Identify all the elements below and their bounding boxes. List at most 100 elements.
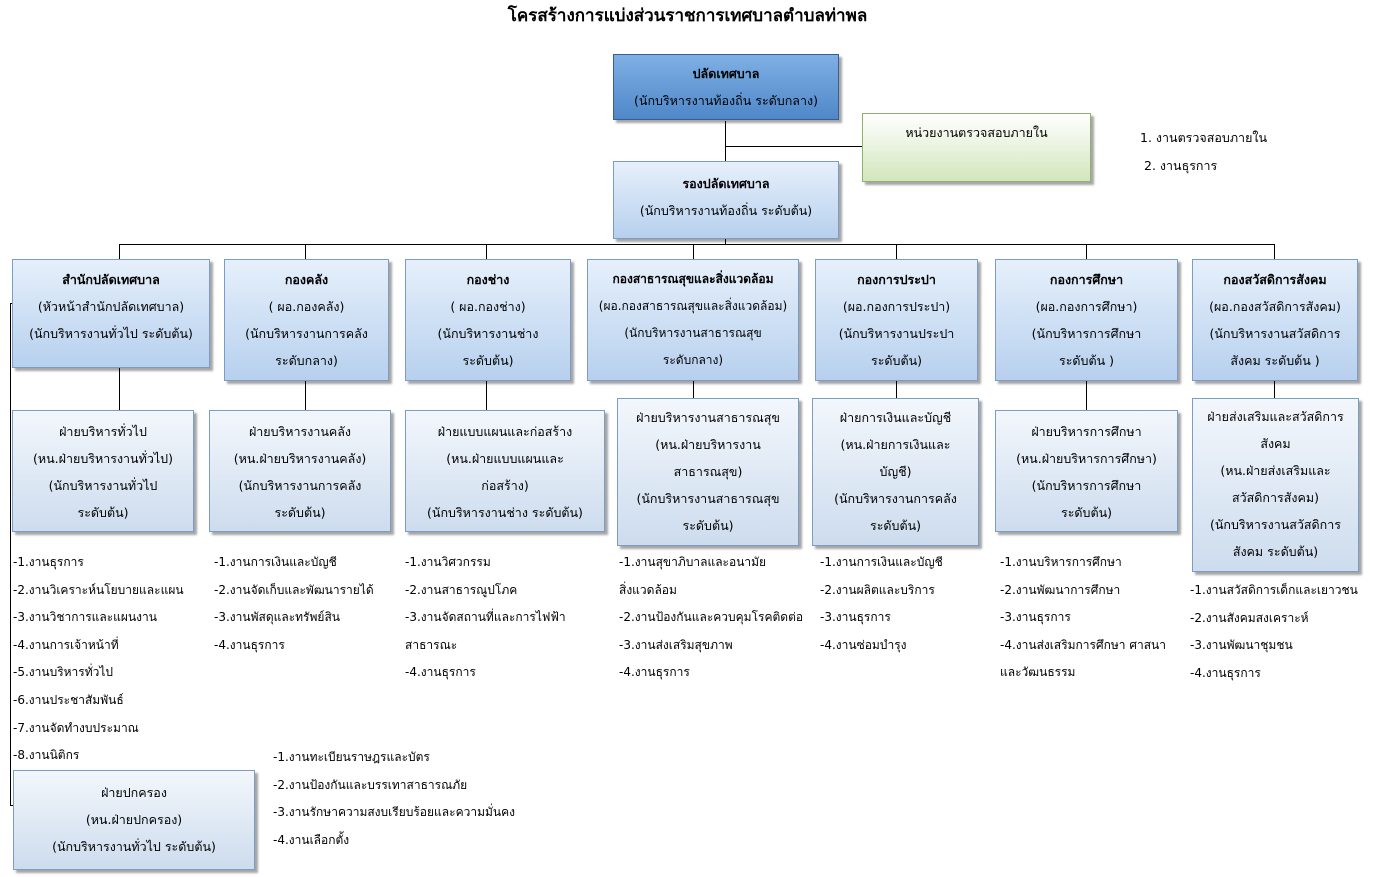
dept-4-title: กองสาธารณสุขและสิ่งแวดล้อม — [612, 272, 774, 286]
dept-5-task: -4.งานซ่อมบำรุง — [820, 637, 907, 652]
section-5-line-3: บัญชี) — [879, 464, 912, 479]
dept-6-task: และวัฒนธรรม — [1000, 665, 1076, 680]
section-education-admin: ฝ่ายบริหารการศึกษา (หน.ฝ่ายบริหารการศึกษ… — [995, 410, 1178, 532]
governance-task: -3.งานรักษาความสงบเรียบร้อยและความมั่นคง — [273, 805, 515, 820]
internal-audit-box: หน่วยงานตรวจสอบภายใน — [862, 113, 1091, 182]
connector-dept7-section — [1274, 381, 1275, 398]
connector-dept1-section — [119, 368, 120, 410]
dept-4-task: -2.งานป้องกันและควบคุมโรคติดต่อ — [619, 610, 804, 625]
connector-drop-3 — [486, 244, 487, 260]
dept-social-welfare: กองสวัสดิการสังคม (ผอ.กองสวัสดิการสังคม)… — [1192, 259, 1358, 381]
dept-4-task: -4.งานธุรการ — [619, 665, 690, 680]
connector-dept4-section — [693, 381, 694, 398]
section-social-welfare: ฝ่ายส่งเสริมและสวัสดิการ สังคม (หน.ฝ่ายส… — [1192, 398, 1359, 572]
dept-2-line-4: ระดับกลาง) — [275, 353, 338, 368]
section-design-construction: ฝ่ายแบบแผนและก่อสร้าง (หน.ฝ่ายแบบแผนและ … — [405, 410, 605, 532]
audit-task-1: 1. งานตรวจสอบภายใน — [1140, 130, 1268, 145]
dept-4-task: -1.งานสุขาภิบาลและอนามัย — [619, 555, 767, 569]
connector-audit — [725, 146, 862, 147]
governance-task: -2.งานป้องกันและบรรเทาสาธารณภัย — [273, 777, 468, 792]
governance-task: -4.งานเลือกตั้ง — [273, 832, 350, 847]
dept-3-title: กองช่าง — [466, 272, 510, 287]
section-3-line-3: ก่อสร้าง) — [481, 478, 529, 493]
section-4-line-2: (หน.ฝ่ายบริหารงาน — [655, 437, 761, 452]
section-4-line-5: ระดับต้น) — [682, 518, 734, 533]
dept-2-task-list: -1.งานการเงินและบัญชี -2.งานจัดเก็บและพั… — [214, 549, 374, 659]
section-governance: ฝ่ายปกครอง (หน.ฝ่ายปกครอง) (นักบริหารงาน… — [13, 770, 255, 870]
connector-top-deputy — [725, 121, 726, 161]
dept-3-task: -1.งานวิศวกรรม — [405, 555, 491, 569]
dept-7-task: -4.งานธุรการ — [1190, 665, 1261, 680]
dept-finance: กองคลัง ( ผอ.กองคลัง) (นักบริหารงานการคล… — [224, 259, 389, 381]
dept-1-task: -1.งานธุรการ — [13, 555, 84, 569]
audit-task-2: 2. งานธุรการ — [1144, 158, 1218, 173]
dept-1-task: -3.งานวิชาการและแผนงาน — [13, 610, 157, 625]
dept-7-task: -2.งานสังคมสงเคราะห์ — [1190, 610, 1309, 625]
dept-engineering: กองช่าง ( ผอ.กองช่าง) (นักบริหารงานช่าง … — [405, 259, 571, 381]
deputy-clerk-title: รองปลัดเทศบาล — [682, 176, 770, 191]
dept-4-line-4: ระดับกลาง) — [662, 353, 724, 367]
dept-6-line-4: ระดับต้น ) — [1059, 353, 1114, 368]
connector-dept5-section — [896, 381, 897, 398]
municipal-clerk-box: ปลัดเทศบาล (นักบริหารงานท้องถิ่น ระดับกล… — [613, 54, 839, 120]
section-5-line-5: ระดับต้น) — [869, 518, 922, 533]
dept-2-task: -1.งานการเงินและบัญชี — [214, 555, 337, 569]
connector-gov-vertical — [10, 303, 11, 806]
section-6-line-4: ระดับต้น) — [1060, 505, 1113, 520]
dept-7-title: กองสวัสดิการสังคม — [1223, 272, 1327, 287]
connector-dept2-section — [305, 381, 306, 410]
dept-1-task: -8.งานนิติกร — [13, 748, 80, 763]
deputy-clerk-rank: (นักบริหารงานท้องถิ่น ระดับต้น) — [639, 203, 813, 218]
dept-4-line-3: (นักบริหารงานสาธารณสุข — [624, 326, 762, 340]
section-finance-accounting: ฝ่ายการเงินและบัญชี (หน.ฝ่ายการเงินและ บ… — [812, 398, 979, 546]
dept-2-task: -4.งานธุรการ — [214, 637, 285, 652]
dept-1-task: -7.งานจัดทำงบประมาณ — [13, 720, 139, 735]
section-7-line-4: สวัสดิการสังคม) — [1232, 490, 1319, 505]
section-4-line-4: (นักบริหารงานสาธารณสุข — [636, 491, 780, 506]
dept-5-task: -3.งานธุรการ — [820, 610, 891, 625]
dept-1-task: -5.งานบริหารทั่วไป — [13, 665, 114, 680]
section-6-line-1: ฝ่ายบริหารการศึกษา — [1031, 424, 1142, 439]
dept-6-task: -1.งานบริหารการศึกษา — [1000, 555, 1122, 569]
section-6-line-3: (นักบริหารการศึกษา — [1031, 478, 1142, 493]
connector-drop-5 — [896, 244, 897, 260]
dept-6-task: -3.งานธุรการ — [1000, 610, 1071, 625]
dept-6-line-3: (นักบริหารการศึกษา — [1031, 326, 1142, 341]
section-7-line-1: ฝ่ายส่งเสริมและสวัสดิการ — [1207, 409, 1344, 424]
section-2-line-3: (นักบริหารงานการคลัง — [238, 478, 362, 493]
dept-2-line-3: (นักบริหารงานการคลัง — [245, 326, 368, 341]
section-5-line-2: (หน.ฝ่ายการเงินและ — [840, 437, 951, 452]
dept-office-of-clerk: สำนักปลัดเทศบาล (หัวหน้าสำนักปลัดเทศบาล)… — [12, 259, 210, 368]
section-1-line-3: (นักบริหารงานทั่วไป — [48, 478, 158, 493]
section-1-line-4: ระดับต้น) — [77, 505, 129, 520]
dept-2-title: กองคลัง — [284, 272, 329, 287]
governance-line-1: ฝ่ายปกครอง — [101, 785, 167, 800]
internal-audit-task-list: 1. งานตรวจสอบภายใน 2. งานธุรการ — [1140, 124, 1267, 180]
municipal-clerk-title: ปลัดเทศบาล — [692, 66, 760, 81]
dept-4-task-list: -1.งานสุขาภิบาลและอนามัย สิ่งแวดล้อม -2.… — [619, 549, 803, 687]
dept-2-line-2: ( ผอ.กองคลัง) — [268, 299, 345, 314]
section-public-health-admin: ฝ่ายบริหารงานสาธารณสุข (หน.ฝ่ายบริหารงาน… — [617, 398, 799, 546]
connector-drop-1 — [119, 244, 120, 260]
dept-5-task: -1.งานการเงินและบัญชี — [820, 555, 943, 569]
dept-7-task-list: -1.งานสวัสดิการเด็กและเยาวชน -2.งานสังคม… — [1190, 577, 1358, 687]
governance-task: -1.งานทะเบียนราษฎรและบัตร — [273, 750, 430, 764]
connector-drop-6 — [1086, 244, 1087, 260]
section-7-line-5: (นักบริหารงานสวัสดิการ — [1210, 517, 1341, 532]
dept-6-line-2: (ผอ.กองการศึกษา) — [1035, 299, 1138, 314]
dept-5-line-2: (ผอ.กองการประปา) — [842, 299, 951, 314]
dept-7-line-2: (ผอ.กองสวัสดิการสังคม) — [1209, 299, 1341, 314]
section-1-line-1: ฝ่ายบริหารทั่วไป — [59, 424, 147, 439]
dept-education: กองการศึกษา (ผอ.กองการศึกษา) (นักบริหารก… — [995, 259, 1178, 381]
dept-2-task: -3.งานพัสดุและทรัพย์สิน — [214, 610, 340, 625]
connector-gov-top — [10, 303, 13, 304]
section-general-admin: ฝ่ายบริหารทั่วไป (หน.ฝ่ายบริหารงานทั่วไป… — [12, 410, 194, 532]
section-3-line-1: ฝ่ายแบบแผนและก่อสร้าง — [437, 424, 573, 439]
dept-6-task: -4.งานส่งเสริมการศึกษา ศาสนา — [1000, 637, 1166, 652]
section-7-line-3: (หน.ฝ่ายส่งเสริมและ — [1220, 463, 1331, 478]
dept-7-line-4: สังคม ระดับต้น ) — [1230, 353, 1320, 368]
section-7-line-6: สังคม ระดับต้น) — [1232, 544, 1319, 559]
connector-drop-7 — [1274, 244, 1275, 260]
connector-drop-4 — [693, 244, 694, 260]
deputy-clerk-box: รองปลัดเทศบาล (นักบริหารงานท้องถิ่น ระดั… — [613, 161, 839, 239]
